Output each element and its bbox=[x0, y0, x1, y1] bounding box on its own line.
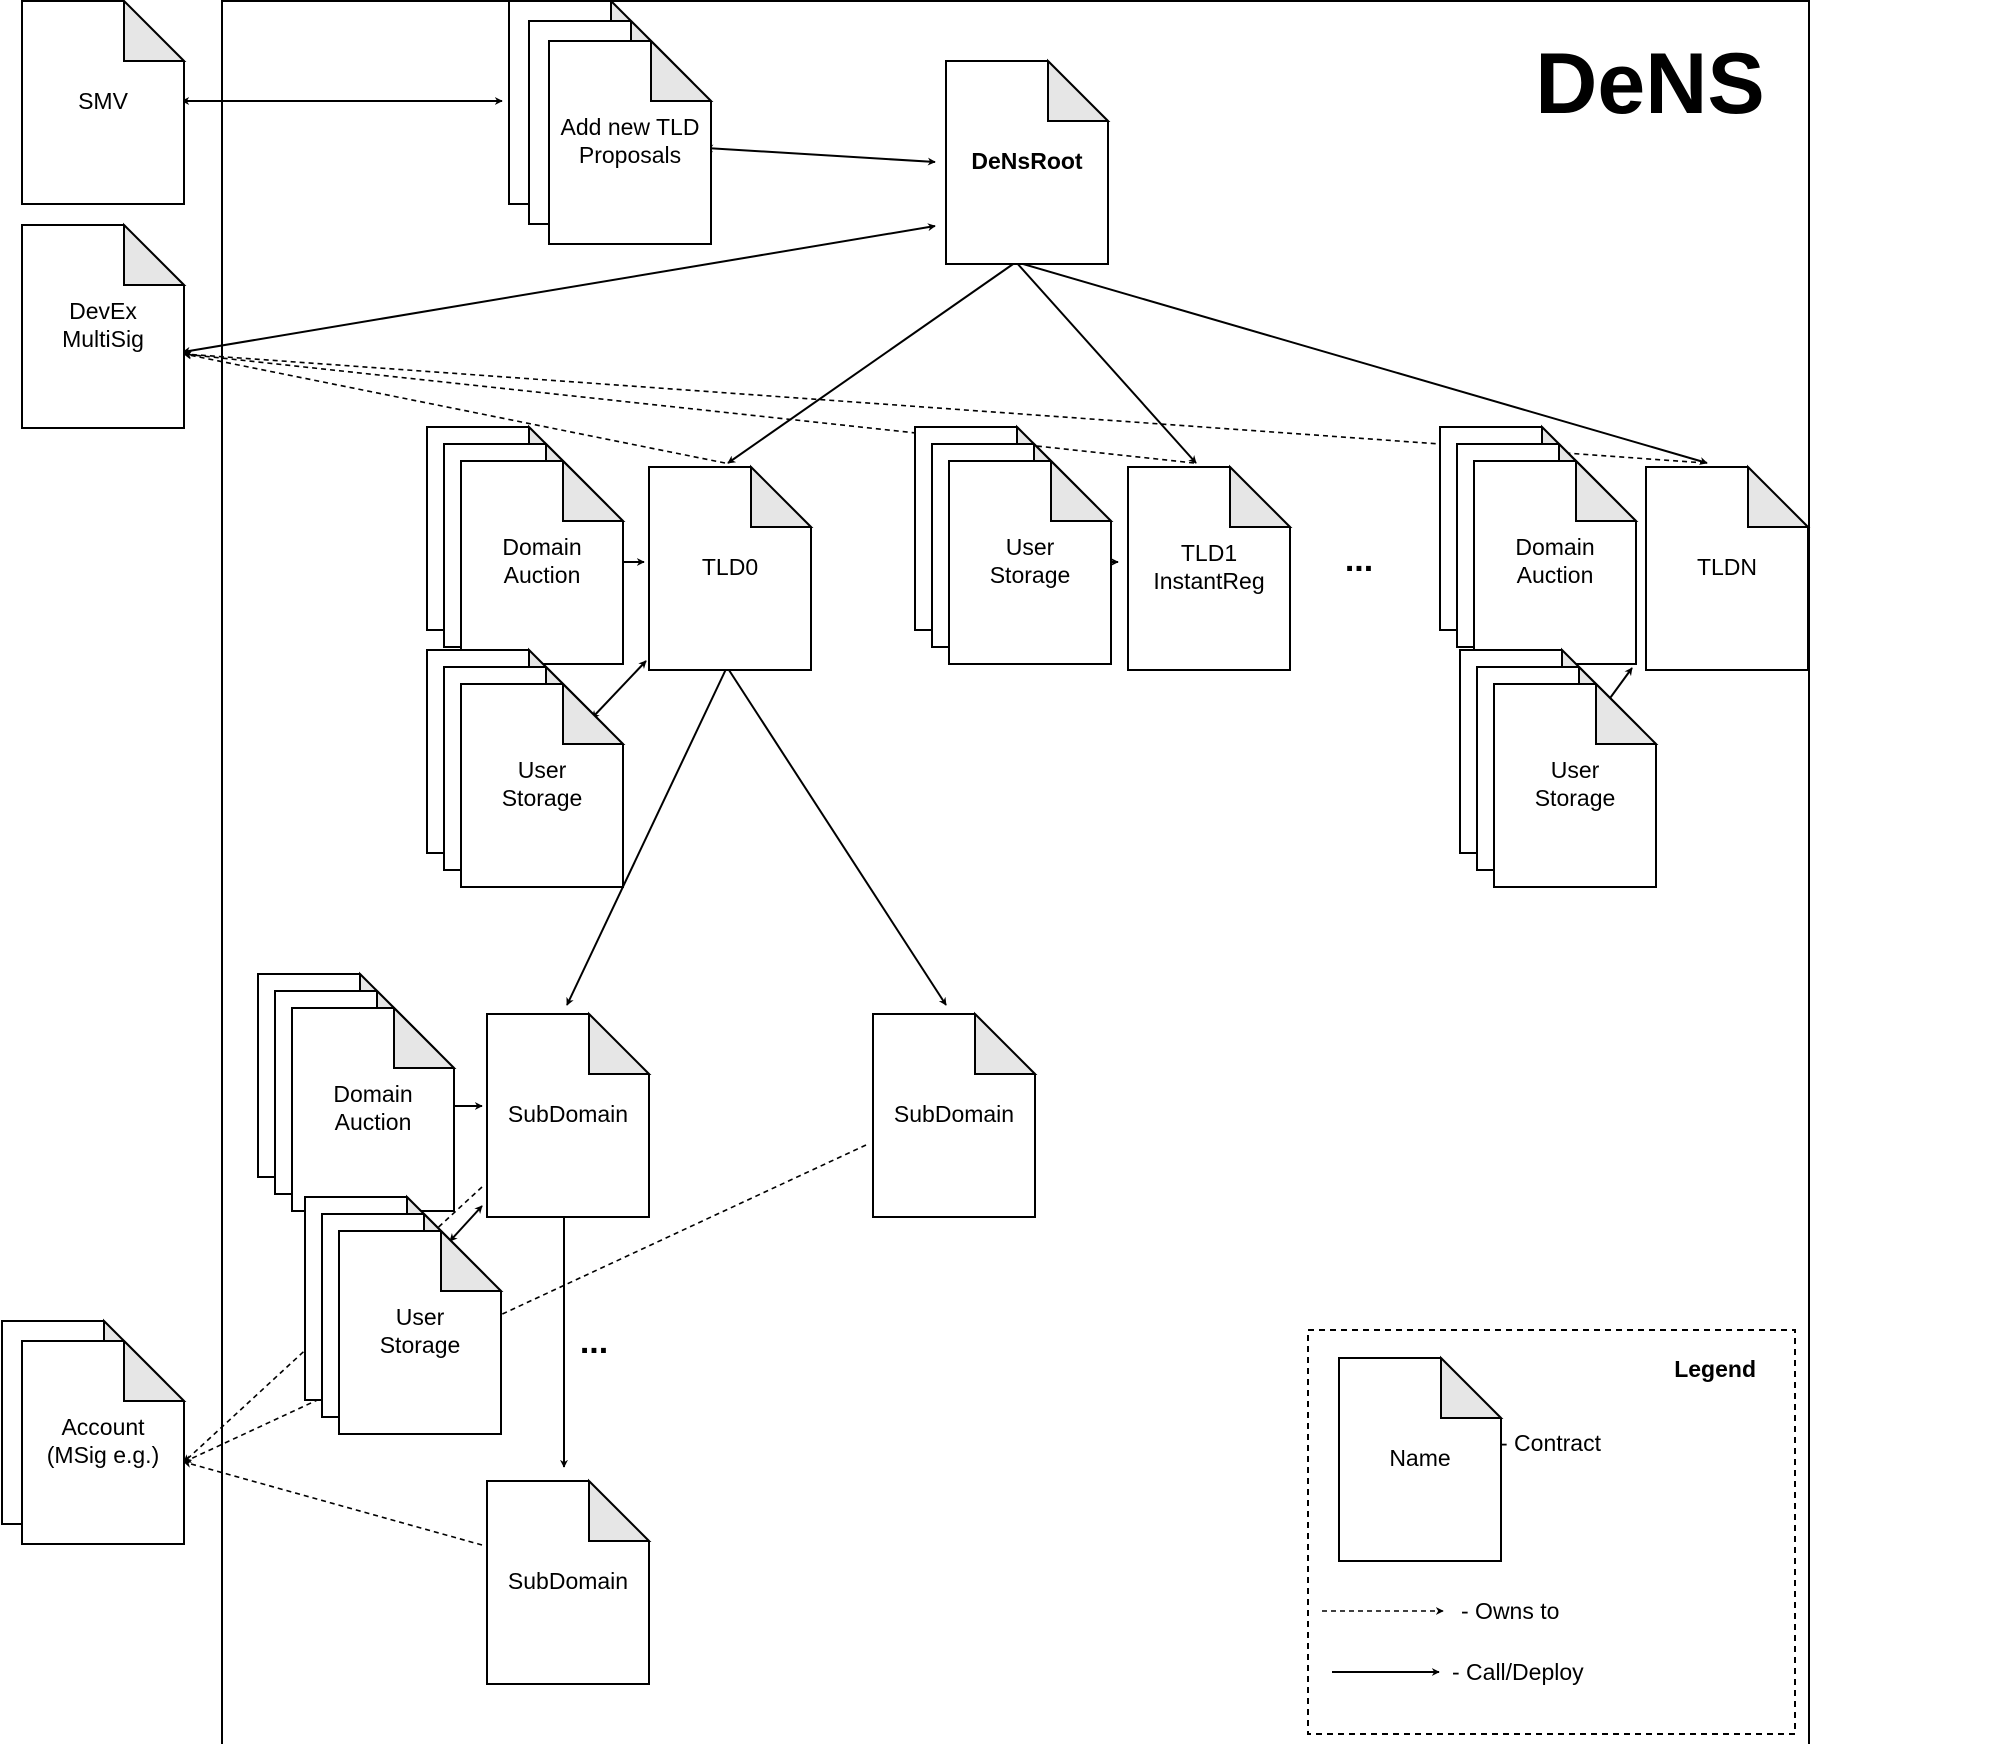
tld0-domain-auction-node-label-line-1: Domain bbox=[502, 534, 581, 560]
subdomain-bottom-node-label: SubDomain bbox=[508, 1568, 628, 1594]
tld1-node-shape bbox=[1127, 464, 1293, 671]
dens-root-node-shape bbox=[945, 58, 1111, 265]
owns-tld1-multisig bbox=[183, 350, 1195, 464]
tldn-domain-auction-node-shape bbox=[1473, 458, 1639, 665]
tldn-node: TLDN bbox=[1645, 464, 1811, 671]
tld0-user-storage-node-shape bbox=[460, 681, 626, 888]
devex-multisig-node-label-line-1: DevEx bbox=[69, 298, 137, 324]
sub-user-storage-node-label-line-2: Storage bbox=[380, 1332, 461, 1358]
add-tld-proposals-node-label-line-1: Add new TLD bbox=[561, 114, 700, 140]
subdomain-left-node-shape bbox=[486, 1011, 652, 1218]
edge-tld0-storage bbox=[591, 660, 647, 719]
dens-root-node-label: DeNsRoot bbox=[971, 148, 1083, 174]
smv-node-label: SMV bbox=[78, 88, 129, 114]
tld1-user-storage-node-shape bbox=[948, 458, 1114, 665]
tld1-user-storage-node-label-line-1: User bbox=[1006, 534, 1055, 560]
subdomain-right-node-label: SubDomain bbox=[894, 1101, 1014, 1127]
sub-domain-auction-node-label-line-1: Domain bbox=[333, 1081, 412, 1107]
legend-owns-to-label: - Owns to bbox=[1461, 1598, 1559, 1624]
edge-root-tld1 bbox=[1015, 261, 1197, 464]
owns-tld0-multisig bbox=[183, 351, 726, 464]
dens-root-node: DeNsRoot bbox=[945, 58, 1111, 265]
legend-box bbox=[1307, 1329, 1796, 1735]
subdomain-bottom-node-shape bbox=[486, 1478, 652, 1685]
devex-multisig-node-shape bbox=[21, 222, 187, 429]
sub-domain-auction-node-label-line-2: Auction bbox=[335, 1109, 412, 1135]
edge-multisig-root bbox=[182, 223, 936, 355]
tldn-domain-auction-node-label-line-1: Domain bbox=[1515, 534, 1594, 560]
smv-node-shape bbox=[21, 0, 187, 205]
legend-contract-name: Name bbox=[1389, 1445, 1450, 1471]
legend-contract-shape bbox=[1338, 1355, 1504, 1562]
sub-domain-auction-node-shape bbox=[291, 1005, 457, 1212]
legend: Legend Name - Contract - Owns to - Call/… bbox=[1307, 1329, 1796, 1735]
tld1-user-storage-node-label-line-2: Storage bbox=[990, 562, 1071, 588]
edge-proposals-root bbox=[705, 144, 936, 166]
smv-node: SMV bbox=[21, 0, 187, 205]
dens-boundary-frame bbox=[221, 0, 1810, 1744]
diagram-title: DeNS bbox=[1535, 36, 1764, 132]
tld0-user-storage-node-label-line-1: User bbox=[518, 757, 567, 783]
devex-multisig-node-label-line-2: MultiSig bbox=[62, 326, 144, 352]
tld1-node-label-line-2: InstantReg bbox=[1153, 568, 1264, 594]
legend-call-deploy-label: - Call/Deploy bbox=[1452, 1659, 1584, 1685]
tldn-user-storage-node-label-line-1: User bbox=[1551, 757, 1600, 783]
edge-root-tld0 bbox=[727, 261, 1017, 464]
account-node-label-line-1: Account bbox=[61, 1414, 145, 1440]
tldn-node-shape bbox=[1645, 464, 1811, 671]
tldn-user-storage-node-label-line-2: Storage bbox=[1535, 785, 1616, 811]
tld0-node-label: TLD0 bbox=[702, 554, 758, 580]
account-node-label-line-2: (MSig e.g.) bbox=[47, 1442, 159, 1468]
tld0-node-shape bbox=[648, 464, 814, 671]
tld0-domain-auction-node-label-line-2: Auction bbox=[504, 562, 581, 588]
tldn-node-label: TLDN bbox=[1697, 554, 1757, 580]
subdomain-chain-ellipsis: ... bbox=[580, 1323, 608, 1361]
tldn-domain-auction-node-label-line-2: Auction bbox=[1517, 562, 1594, 588]
tld0-user-storage-node-label-line-2: Storage bbox=[502, 785, 583, 811]
subdomain-left-node: SubDomain bbox=[486, 1011, 652, 1218]
tld1-node-label-line-1: TLD1 bbox=[1181, 540, 1237, 566]
subdomain-right-node: SubDomain bbox=[872, 1011, 1038, 1218]
edge-tld0-subdomain-left bbox=[566, 666, 728, 1006]
subdomain-right-node-shape bbox=[872, 1011, 1038, 1218]
subdomain-bottom-node: SubDomain bbox=[486, 1478, 652, 1685]
account-node-shape bbox=[21, 1338, 187, 1545]
tldn-user-storage-node-shape bbox=[1493, 681, 1659, 888]
sub-user-storage-node-label-line-1: User bbox=[396, 1304, 445, 1330]
legend-title: Legend bbox=[1674, 1356, 1756, 1382]
edge-subdomain-storage bbox=[449, 1205, 483, 1242]
add-tld-proposals-node-label-line-2: Proposals bbox=[579, 142, 681, 168]
sub-user-storage-node-shape bbox=[338, 1228, 504, 1435]
account-node: Account(MSig e.g.) bbox=[1, 1318, 187, 1545]
add-tld-proposals-node-shape bbox=[548, 38, 714, 245]
owns-subdomain-bottom-account bbox=[183, 1460, 483, 1546]
tld-row-ellipsis: ... bbox=[1345, 541, 1373, 579]
subdomain-left-node-label: SubDomain bbox=[508, 1101, 628, 1127]
edge-root-tldn bbox=[1015, 261, 1708, 465]
edge-tld0-subdomain-right bbox=[726, 666, 947, 1006]
tld0-domain-auction-node-shape bbox=[460, 458, 626, 665]
tld0-node: TLD0 bbox=[648, 464, 814, 671]
legend-contract-label: - Contract bbox=[1500, 1430, 1602, 1456]
